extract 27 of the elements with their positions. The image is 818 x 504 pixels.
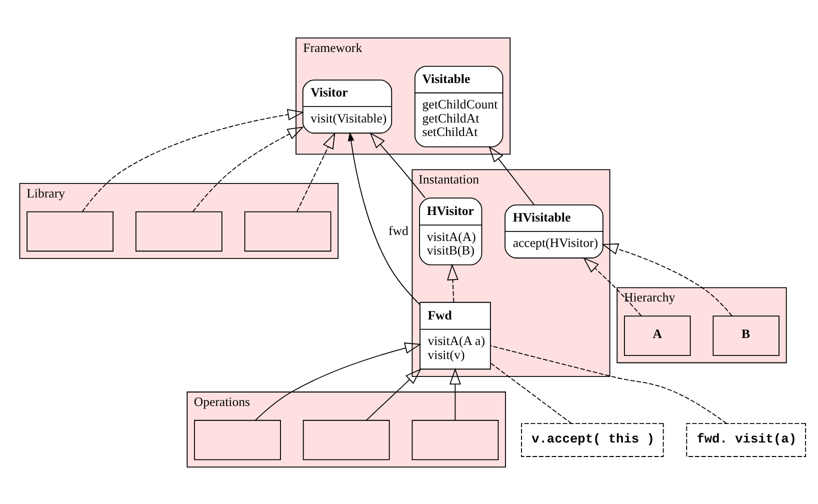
node-box (302, 419, 390, 460)
connector (490, 344, 728, 424)
arrow (296, 132, 336, 212)
arrow (488, 145, 535, 205)
arrow (82, 108, 304, 212)
arrow (447, 263, 459, 302)
arrow (192, 126, 304, 212)
node-box: fwd. visit(a) (686, 422, 806, 456)
node-box (194, 419, 281, 460)
node-box: A (624, 315, 691, 356)
cluster: Operations (186, 391, 506, 467)
arrow (370, 132, 426, 198)
node-box: B (712, 315, 780, 356)
node-box (26, 210, 114, 252)
arrow (348, 131, 420, 304)
node-box (244, 210, 332, 252)
node-box: v.accept( this ) (521, 422, 664, 456)
edge-label: fwd (388, 223, 408, 238)
arrow (366, 368, 422, 420)
node-box (135, 210, 222, 252)
connector (490, 362, 572, 424)
arrow (254, 342, 422, 420)
node-box (412, 419, 499, 460)
arrow (602, 242, 732, 316)
arrow (582, 256, 642, 316)
cluster: Library (19, 182, 339, 258)
arrow (449, 368, 461, 420)
